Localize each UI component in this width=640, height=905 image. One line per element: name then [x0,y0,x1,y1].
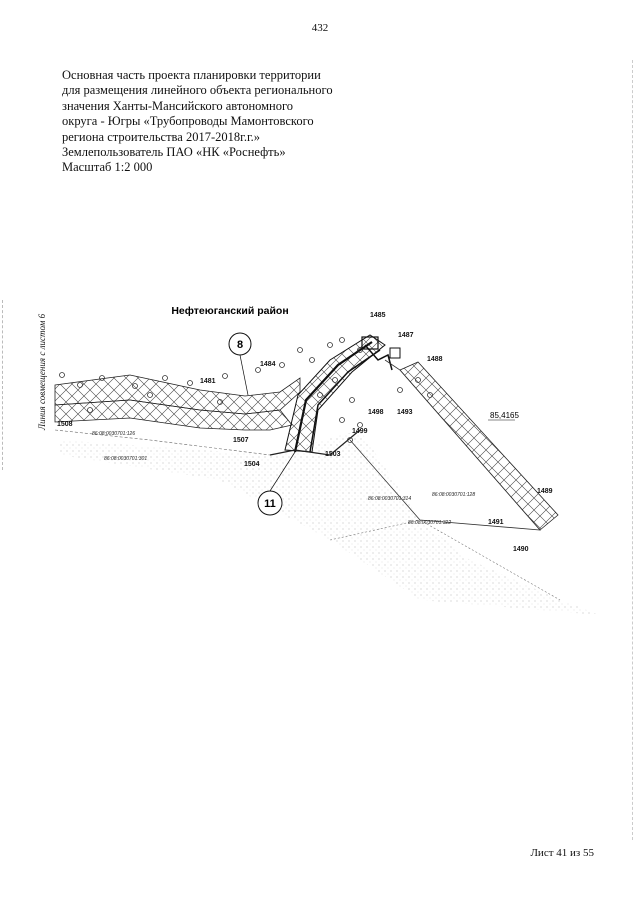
boundary-line [329,519,561,601]
point-label: 1488 [427,356,443,363]
sheet-info: Лист 41 из 55 [530,847,594,859]
area-label: 85,4165 [490,411,519,420]
pipeline-line [309,349,381,453]
point-label: 1485 [370,312,386,319]
point-label: 1490 [513,546,529,553]
pipeline-corridor [54,399,293,431]
district-name: Нефтеюганский район [171,305,288,317]
point-label: 1489 [537,488,553,495]
caption-line: округа - Югры «Трубопроводы Мамонтовског… [62,114,314,129]
point-label: 1484 [260,361,276,368]
caption-line: для размещения линейного объекта региона… [62,83,333,98]
point-label: 1498 [368,409,384,416]
caption-line: Землепользователь ПАО «НК «Роснефть» [62,145,286,160]
pipeline-line [364,344,393,371]
point-label: 1493 [397,409,413,416]
caption-line: значения Ханты-Мансийского автономного [62,98,294,113]
cadastral-number: 86:08:0030701:314 [368,496,411,502]
caption-scale: Масштаб 1:2 000 [62,160,153,175]
pipeline-line [293,341,373,453]
point-label: 1481 [200,378,216,385]
vegetation-markers [59,337,433,443]
document-caption: Основная часть проекта планировки террит… [62,68,362,176]
cadastral-number: 86:08:0030701:301 [104,456,147,462]
terrain-area [60,430,600,615]
boundary-line [349,359,541,531]
pipeline-corridor [399,361,559,531]
boundary-point-box [361,336,379,350]
page-number: 432 [311,22,329,34]
point-label: 1504 [244,461,260,468]
cadastral-number: 86:08:0030701:128 [432,492,475,498]
caption-line: Основная часть проекта планировки террит… [62,68,321,82]
point-label: 1503 [325,451,341,458]
point-label: 1499 [352,428,368,435]
point-label: 1508 [57,421,73,428]
point-label: 1491 [488,519,504,526]
boundary-line [269,429,361,456]
point-label: 1487 [398,332,414,339]
margin-mark [2,300,4,470]
sheet-index-number: 8 [237,339,243,351]
cadastral-number: 86:08:0030701:322 [408,520,451,526]
caption-line: региона строительства 2017-2018г.г.» [62,129,261,144]
margin-mark [632,60,634,840]
boundary-line [54,429,271,456]
point-label: 1507 [233,437,249,444]
cadastral-number: 86:08:0030701:126 [92,431,135,437]
sheet-index-number: 11 [264,498,276,510]
boundary-point-box [389,347,401,359]
planning-map: 8 11 Нефтеюганский район 1485 1487 1488 … [54,305,600,615]
